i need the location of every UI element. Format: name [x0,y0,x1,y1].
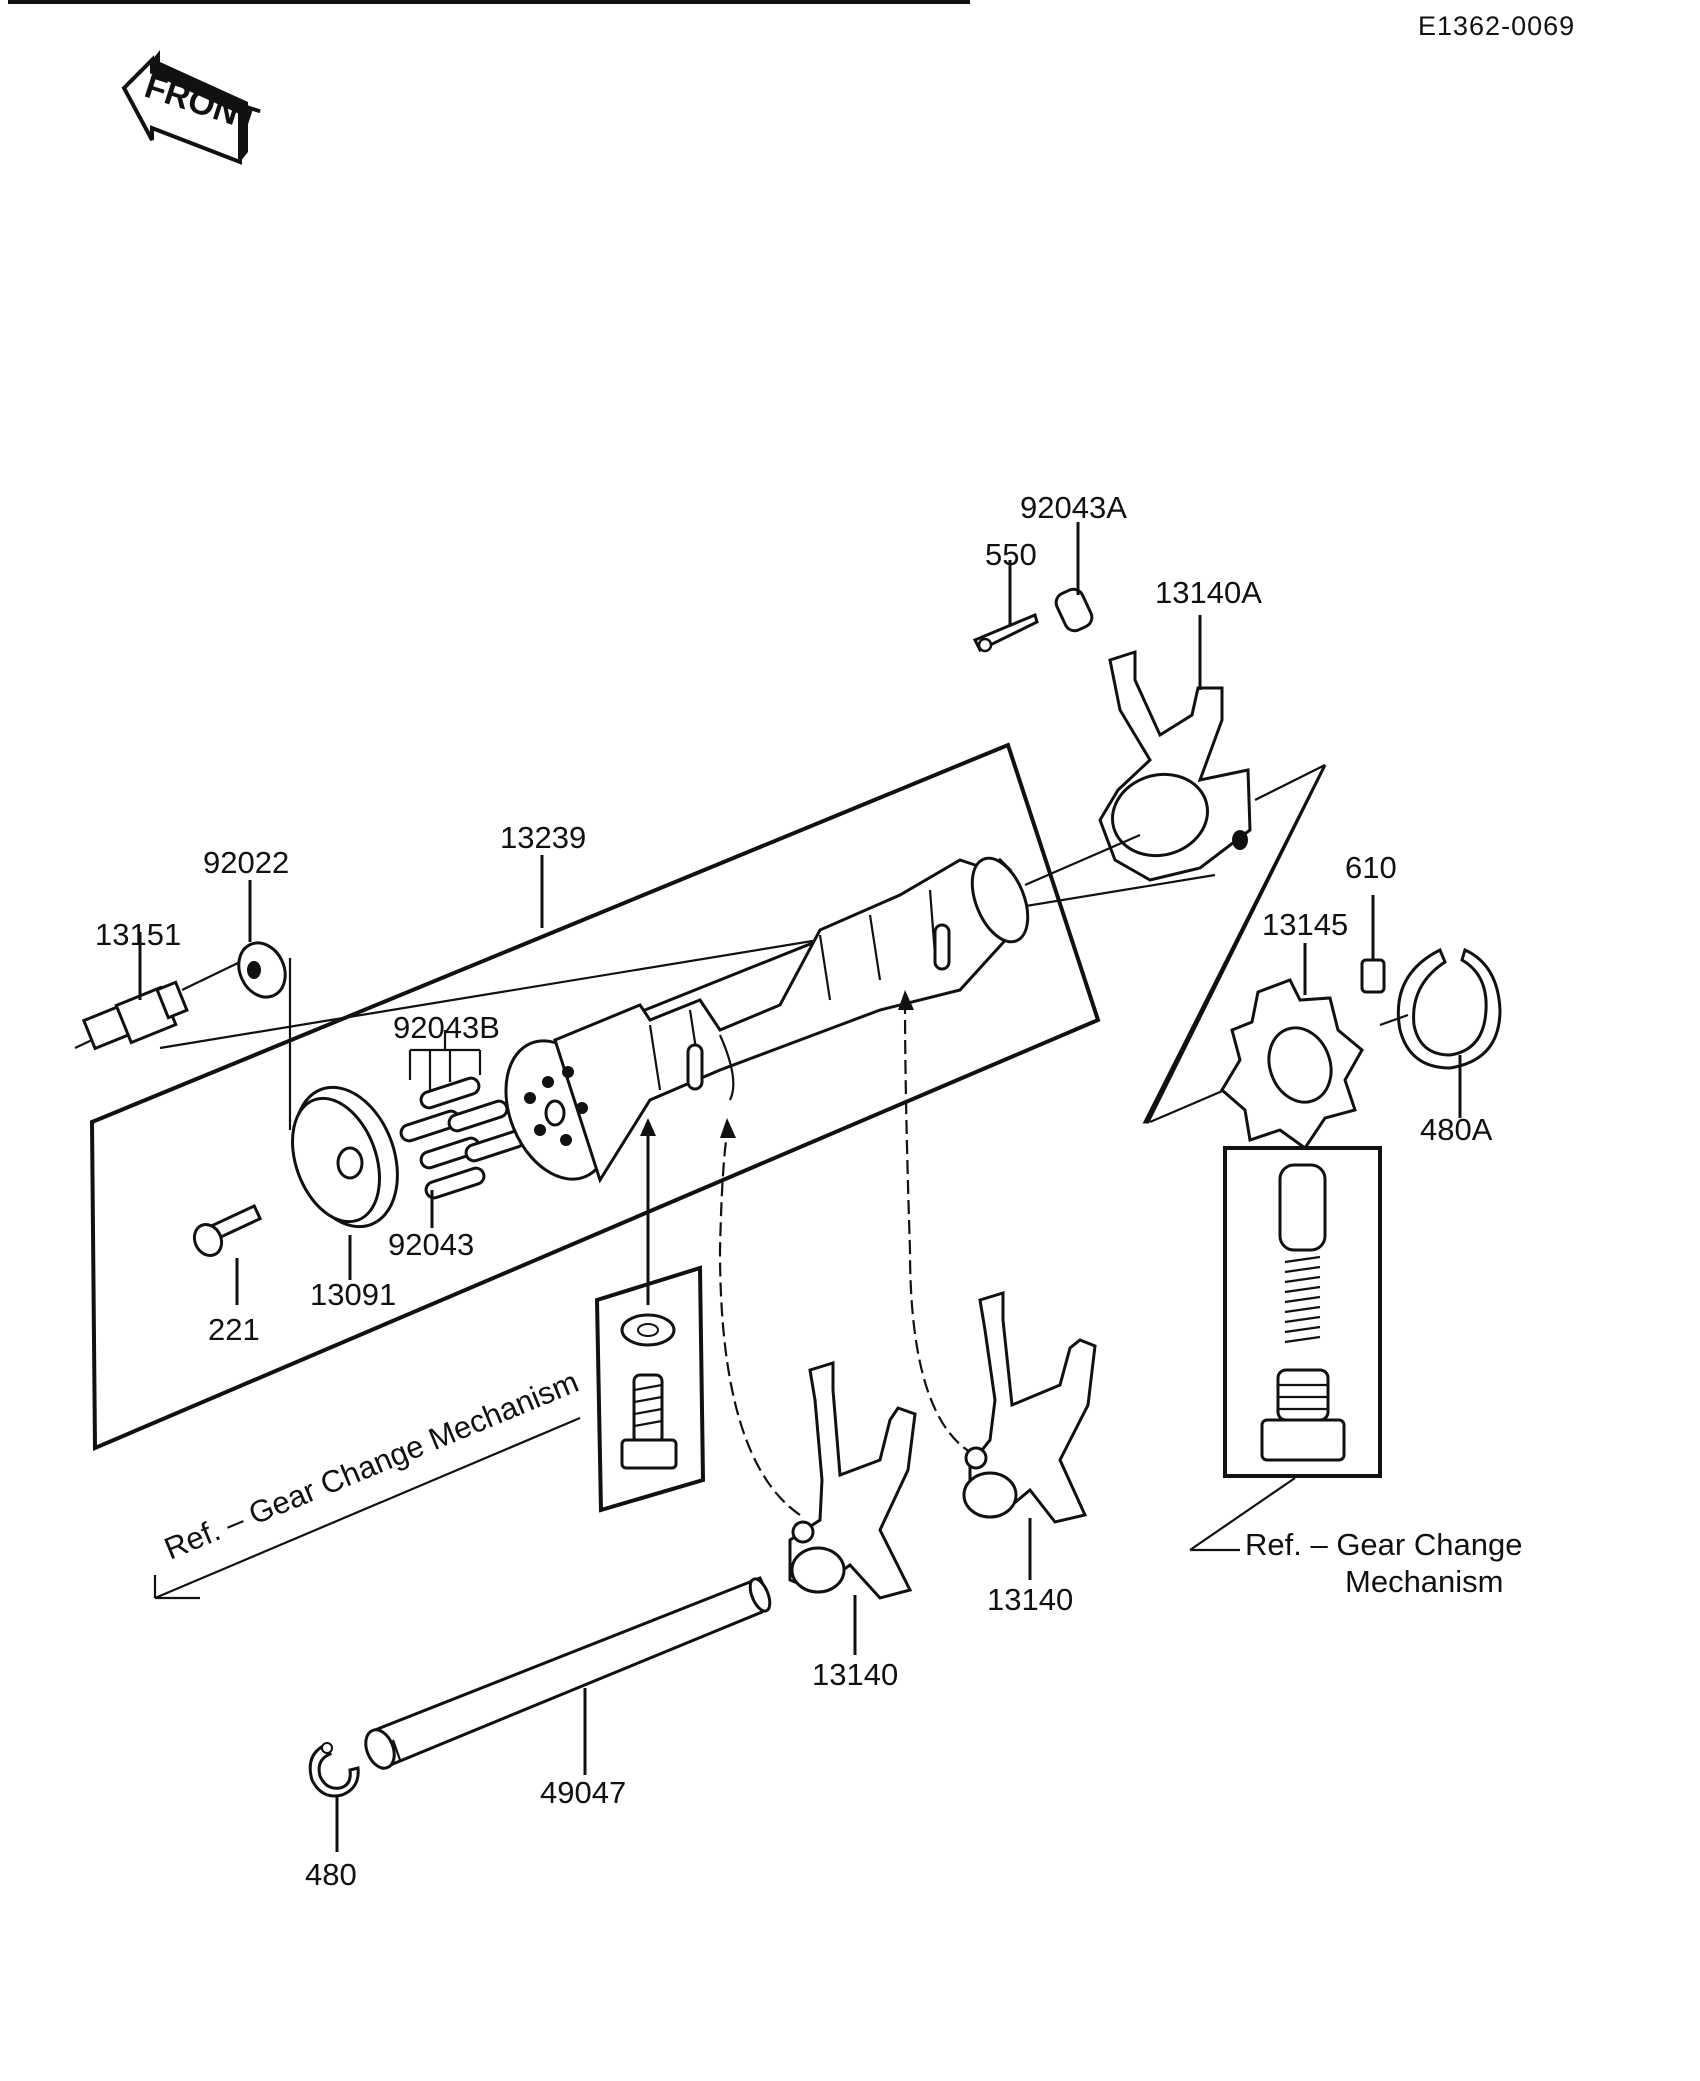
label-550: 550 [985,537,1037,572]
stopper-bolt-part [620,1313,678,1470]
right-ref-leader [1189,1477,1296,1552]
drum-end-frame [1142,764,1327,1124]
label-13140A: 13140A [1155,575,1262,610]
shift-fork-13140A-part [1098,649,1252,882]
label-92043A: 92043A [1020,490,1127,525]
pin-92043A-part [1054,587,1094,633]
label-610: 610 [1345,850,1397,885]
label-13140-left: 13140 [812,1657,898,1692]
shift-fork-13140-left-part [788,1360,917,1600]
pins-92043B-part [399,1076,526,1200]
diagram-code: E1362-0069 [1418,11,1575,41]
label-480A: 480A [1420,1112,1493,1147]
stopper-box-left [594,1265,706,1513]
shaft-centerline [159,873,1216,1050]
bolt-221-part [192,1203,263,1258]
pin-610-part [1360,958,1386,994]
label-13145: 13145 [1262,907,1348,942]
label-92022: 92022 [203,845,289,880]
washer-92022-part [237,941,287,999]
label-92043: 92043 [388,1227,474,1262]
label-480: 480 [305,1857,357,1892]
plate-13091-part [291,1085,399,1229]
label-49047: 49047 [540,1775,626,1810]
label-221: 221 [208,1312,260,1347]
label-13239: 13239 [500,820,586,855]
front-arrow-icon: FRONT [121,50,263,165]
circlip-480A-part [1396,947,1502,1070]
label-13151: 13151 [95,917,181,952]
detent-plunger-part [1260,1163,1346,1462]
right-ref-line1: Ref. – Gear Change [1245,1527,1522,1562]
label-92043B: 92043B [393,1010,500,1045]
label-13140-right: 13140 [987,1582,1073,1617]
shift-fork-13140-right-part [962,1290,1097,1524]
star-cam-13145-part [1220,978,1364,1151]
detent-box-right [1223,1146,1382,1478]
drum-assembly-frame [89,742,1101,1452]
neutral-switch-part [74,961,241,1051]
right-ref-line2: Mechanism [1345,1564,1504,1599]
assembly-arrows [640,990,976,1516]
label-13091: 13091 [310,1277,396,1312]
shift-drum-part [504,856,1030,1184]
left-ref-leader [153,1416,581,1600]
fork-shaft-49047-part [364,1576,772,1771]
cotter-pin-550-part [972,612,1039,653]
circlip-480-part [308,1742,360,1798]
